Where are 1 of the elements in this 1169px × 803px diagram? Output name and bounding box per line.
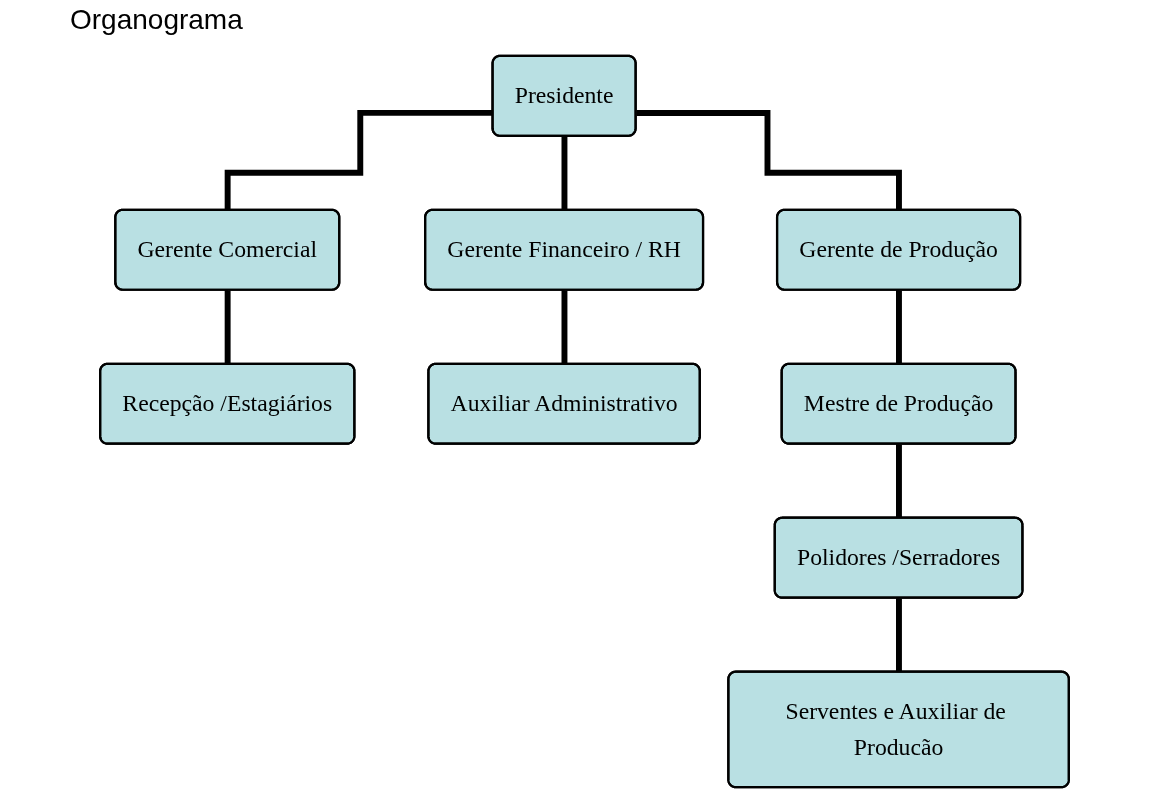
diagram-title: Organograma bbox=[70, 4, 243, 36]
